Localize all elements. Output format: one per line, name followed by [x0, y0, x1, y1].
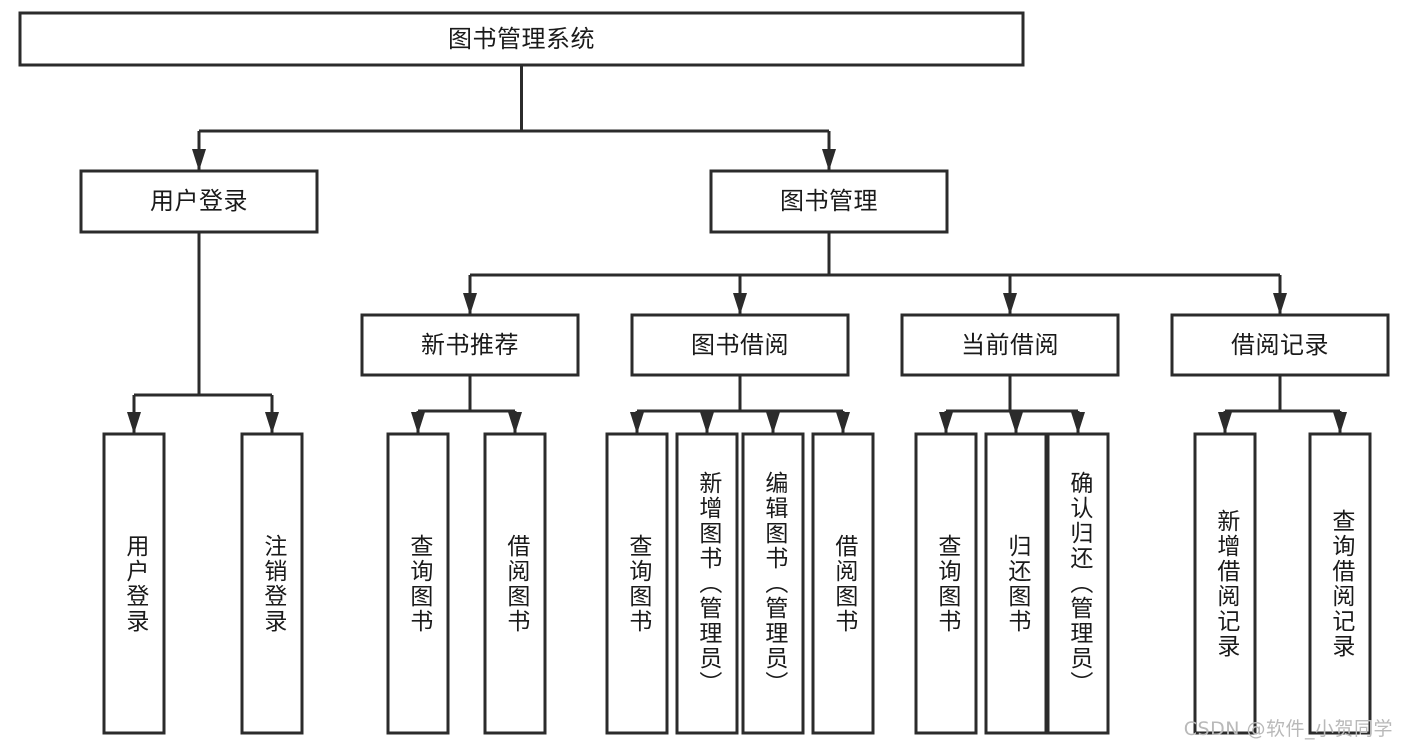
arrow-head-icon — [508, 412, 522, 434]
arrow-head-icon — [1003, 293, 1017, 315]
csdn-watermark: CSDN @软件_小贺同学 — [1183, 718, 1393, 740]
node-box[interactable] — [1193, 432, 1257, 735]
tree-edges — [132, 65, 1342, 433]
arrow-head-icon — [1333, 412, 1347, 434]
node-box[interactable] — [675, 432, 739, 735]
arrow-head-icon — [411, 412, 425, 434]
node-box[interactable] — [984, 432, 1048, 735]
node-box[interactable] — [605, 432, 669, 735]
arrow-head-icon — [1071, 412, 1085, 434]
node-boxes — [18, 11, 1390, 735]
arrow-head-icon — [192, 149, 206, 171]
node-box[interactable] — [630, 313, 850, 377]
arrow-head-icon — [463, 293, 477, 315]
node-box[interactable] — [914, 432, 978, 735]
arrow-head-icon — [630, 412, 644, 434]
tree-arrowheads — [127, 149, 1347, 434]
node-box[interactable] — [1046, 432, 1110, 735]
node-box[interactable] — [18, 11, 1025, 67]
arrow-head-icon — [939, 412, 953, 434]
node-box[interactable] — [360, 313, 580, 377]
arrow-head-icon — [822, 149, 836, 171]
node-box[interactable] — [386, 432, 450, 735]
node-box[interactable] — [102, 432, 166, 735]
node-box[interactable] — [240, 432, 304, 735]
arrow-head-icon — [1218, 412, 1232, 434]
arrow-head-icon — [265, 412, 279, 434]
node-box[interactable] — [483, 432, 547, 735]
node-box[interactable] — [741, 432, 805, 735]
node-box[interactable] — [1170, 313, 1390, 377]
node-box[interactable] — [79, 169, 319, 234]
arrow-head-icon — [1009, 412, 1023, 434]
arrow-head-icon — [127, 412, 141, 434]
arrow-head-icon — [766, 412, 780, 434]
node-box[interactable] — [811, 432, 875, 735]
node-box[interactable] — [1308, 432, 1372, 735]
arrow-head-icon — [700, 412, 714, 434]
arrow-head-icon — [733, 293, 747, 315]
node-box[interactable] — [900, 313, 1120, 377]
node-box[interactable] — [709, 169, 949, 234]
arrow-head-icon — [1273, 293, 1287, 315]
arrow-head-icon — [836, 412, 850, 434]
